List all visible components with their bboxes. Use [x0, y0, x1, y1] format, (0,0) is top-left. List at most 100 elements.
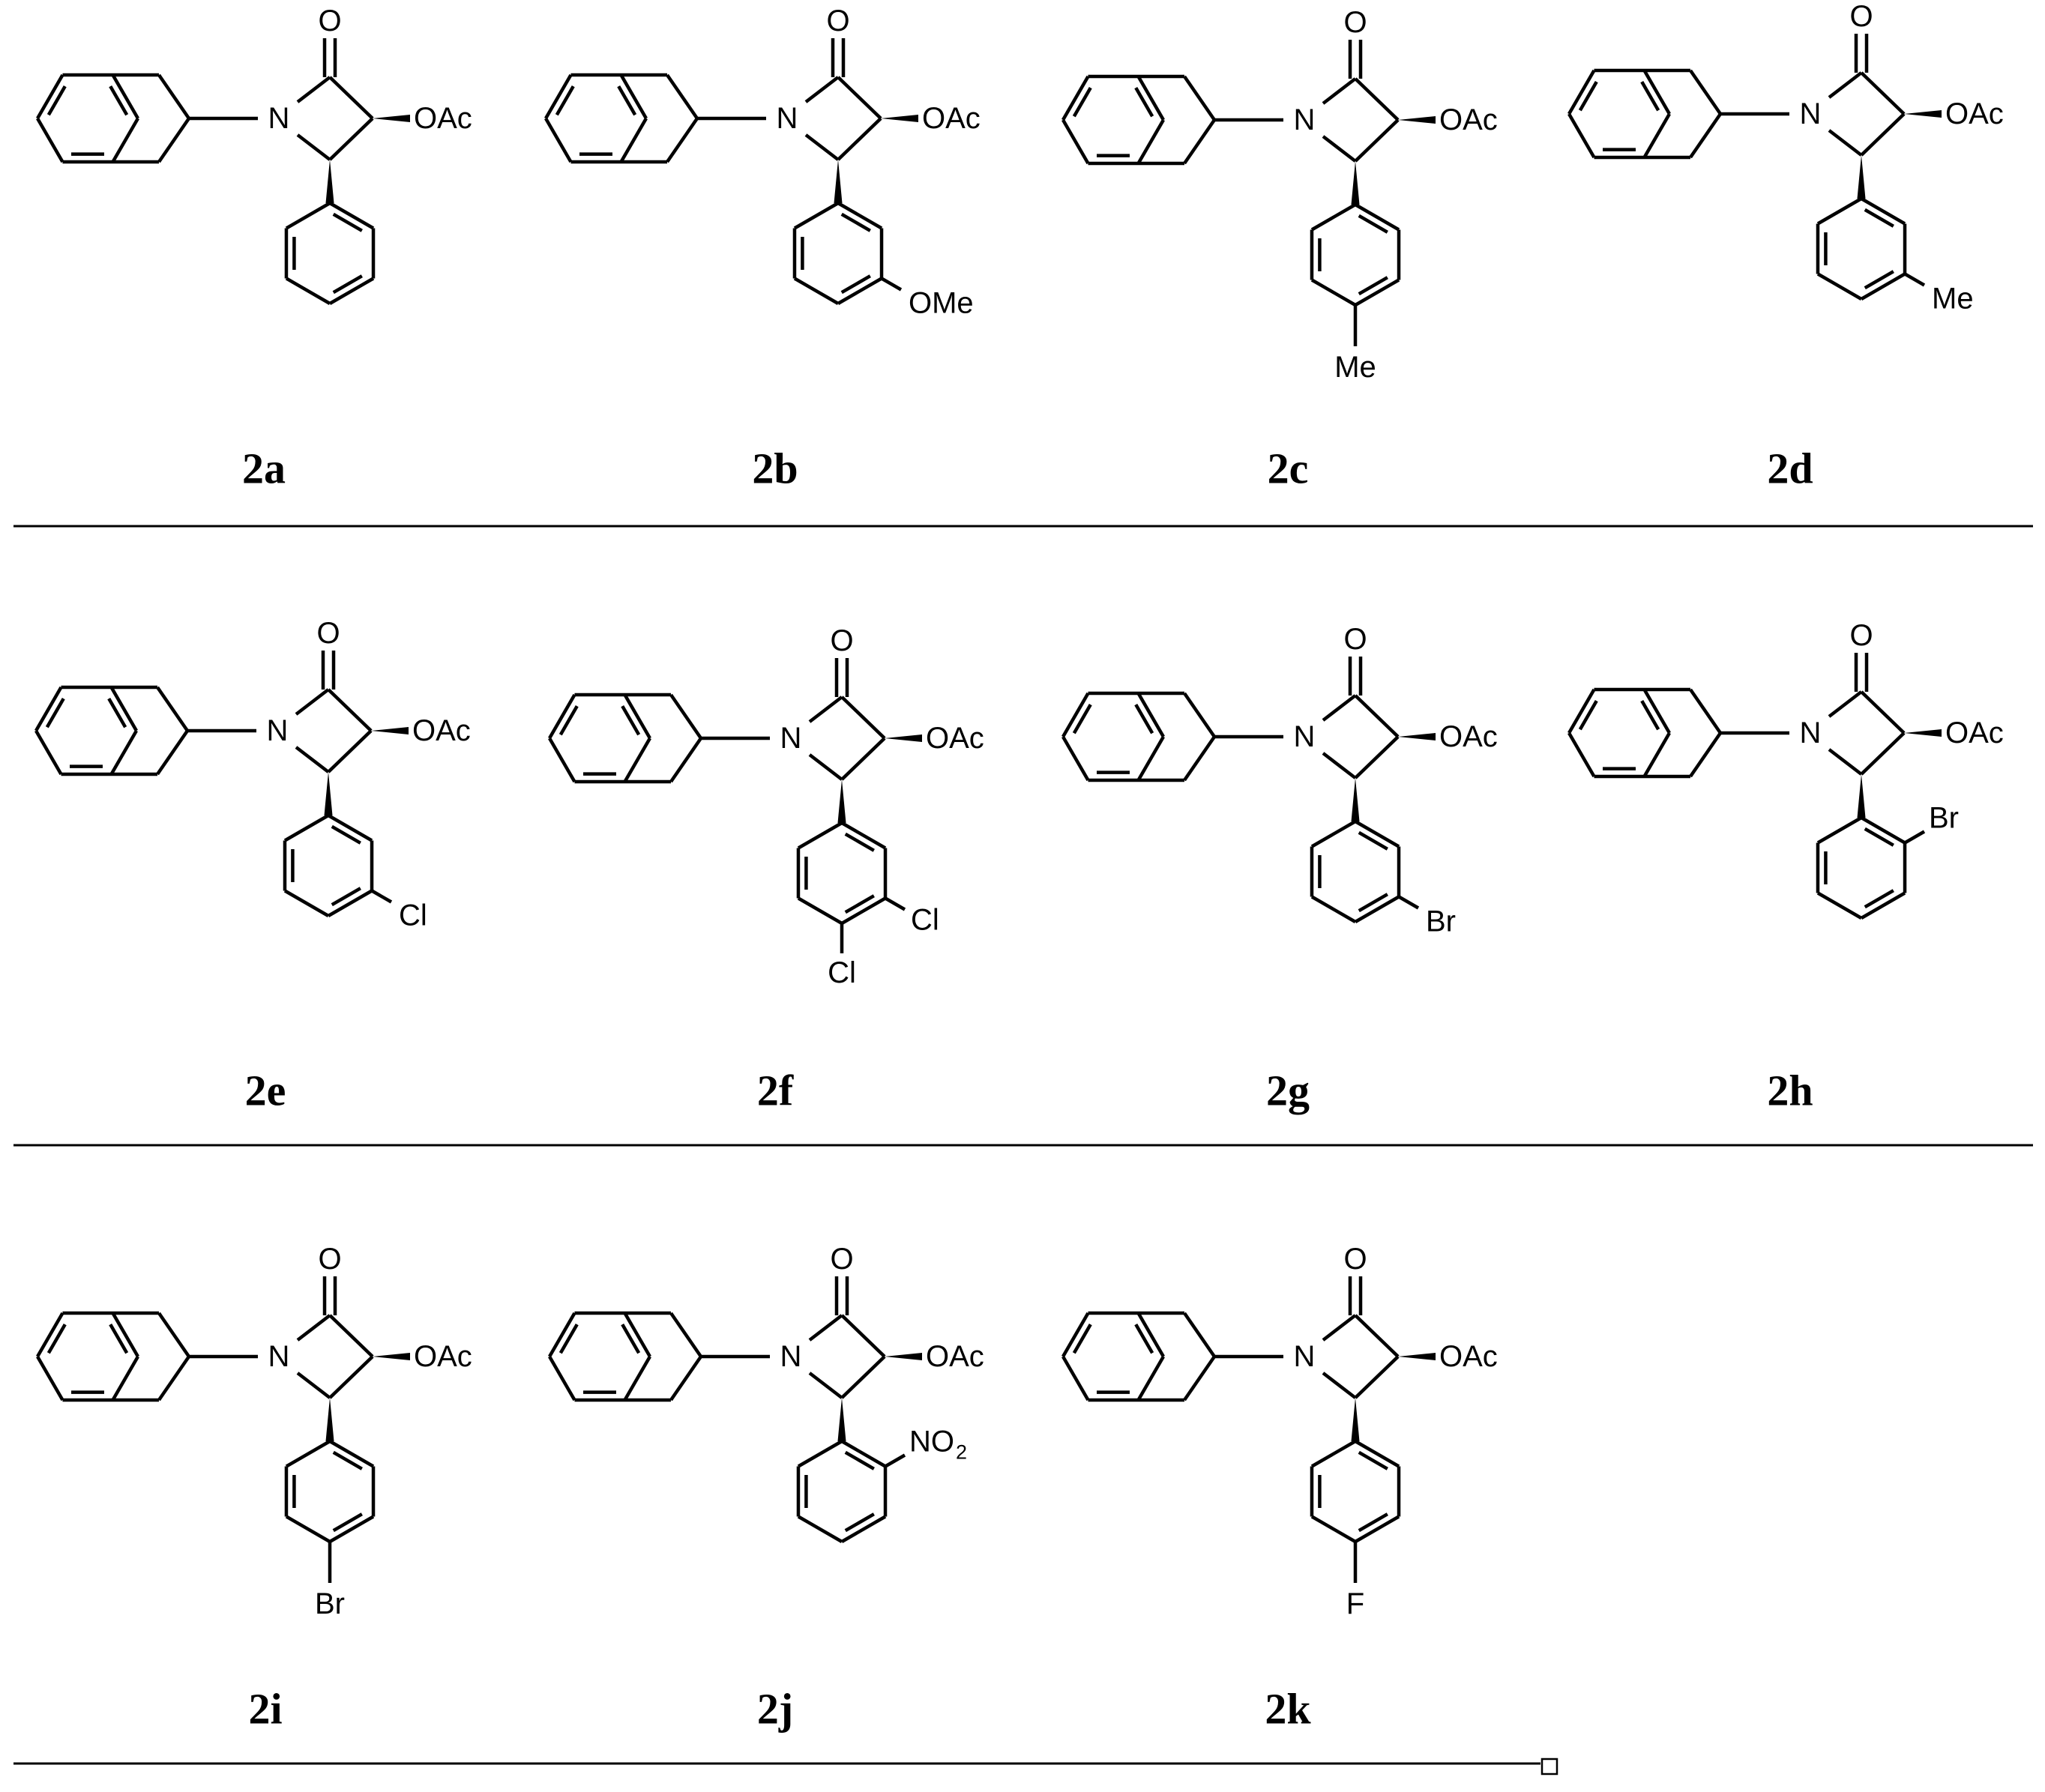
aryl-ring-bond [1310, 820, 1357, 848]
substituent-label: OMe [909, 287, 974, 320]
aromatic-inner-bond [331, 824, 361, 845]
oxygen-label: O [316, 617, 340, 650]
oxygen-label: O [1343, 623, 1367, 656]
oxygen-label: O [318, 4, 341, 37]
lactam-bond [808, 1314, 843, 1342]
cyclopentane-bond [157, 73, 190, 120]
indane-benzene-bond [619, 117, 648, 163]
aromatic-inner-bond [1134, 1324, 1154, 1354]
cyclopentane-bond [157, 1355, 190, 1402]
nitrogen-label: N [1294, 103, 1316, 136]
aryl-ring-bond [1816, 891, 1863, 920]
aryl-ring-bond [837, 202, 883, 230]
oac-bold-bond [885, 734, 922, 742]
aryl-ring-bond [797, 1515, 843, 1543]
aryl-ring-bond [283, 814, 330, 842]
compound-label: 2j [757, 1685, 793, 1734]
lactam-bond [1860, 690, 1906, 734]
aromatic-inner-bond [107, 698, 127, 728]
lactam-bond [1860, 731, 1906, 776]
lactam-bond [1860, 71, 1906, 115]
substituent-label: Br [1426, 905, 1456, 938]
lactam-bond [295, 688, 330, 716]
oxygen-label: O [830, 624, 853, 657]
oac-label: OAc [922, 102, 981, 135]
lactam-bond [1322, 77, 1357, 105]
compound-label: 2g [1266, 1067, 1310, 1115]
aromatic-inner-bond [1134, 87, 1154, 118]
aromatic-inner-bond [1864, 827, 1894, 847]
lactam-bond [837, 117, 882, 161]
indane-benzene-bond [1567, 688, 1596, 734]
compound-label: 2b [752, 444, 798, 493]
lactam-bond [296, 1372, 331, 1399]
lactam-bond [1354, 118, 1400, 163]
cyclopentane-bond [1183, 1355, 1216, 1402]
indane-benzene-bond [1642, 112, 1671, 159]
lactam-bond [808, 696, 843, 723]
aromatic-inner-bond [1358, 214, 1388, 234]
indane-benzene-bond [34, 686, 63, 732]
indane-benzene-bond [1136, 118, 1165, 165]
aromatic-inner-bond [1864, 208, 1894, 228]
lactam-bond [328, 117, 374, 161]
aryl-bold-bond [1351, 161, 1360, 205]
oxygen-label: O [1849, 0, 1873, 33]
aryl-ring-bond [793, 277, 840, 305]
indane-benzene-bond [1136, 692, 1165, 738]
lactam-bond [1354, 735, 1400, 779]
lactam-bond [327, 688, 373, 732]
aromatic-inner-bond [844, 1450, 875, 1470]
aromatic-inner-bond [1358, 1450, 1388, 1470]
aromatic-inner-bond [840, 274, 871, 295]
cyclopentane-bond [1183, 1312, 1216, 1358]
compound-label: 2f [757, 1067, 794, 1115]
indane-benzene-bond [1567, 731, 1596, 778]
aryl-ring-bond [1354, 278, 1400, 307]
oac-bold-bond [373, 1353, 410, 1360]
indane-benzene-bond [544, 73, 573, 120]
aryl-ring-bond [328, 1440, 375, 1468]
aryl-ring-bond [285, 1515, 331, 1543]
oac-bold-bond [1398, 116, 1436, 124]
substituent-label: NO [909, 1426, 954, 1458]
lactam-bond [328, 76, 374, 120]
substituent-bond [1903, 830, 1926, 845]
lactam-bond [808, 1372, 843, 1399]
oxygen-label: O [1343, 1243, 1367, 1276]
substituent-bond [1397, 895, 1420, 910]
lactam-bond [804, 76, 840, 103]
lactam-bond [837, 76, 882, 120]
aromatic-inner-bond [1072, 1324, 1092, 1354]
aryl-bold-bond [324, 772, 333, 815]
cyclopentane-bond [1689, 731, 1722, 778]
indane-benzene-bond [1061, 75, 1090, 121]
nitrogen-label: N [1294, 720, 1316, 753]
indane-benzene-bond [548, 693, 576, 740]
aromatic-inner-bond [1358, 1512, 1388, 1533]
aromatic-inner-bond [555, 85, 575, 116]
oxygen-label: O [318, 1243, 341, 1276]
cyclopentane-bond [1183, 692, 1216, 738]
cyclopentane-bond [1183, 735, 1216, 782]
aryl-ring-bond [1354, 1515, 1400, 1543]
lactam-bond [1322, 135, 1357, 163]
indane-benzene-bond [623, 1355, 651, 1402]
lactam-bond [1354, 1355, 1400, 1399]
cyclopentane-bond [669, 693, 702, 740]
oac-label: OAc [1945, 97, 2004, 130]
compound-label: 2d [1767, 444, 1813, 493]
cyclopentane-bond [666, 73, 699, 120]
substituent-label: Br [315, 1587, 345, 1620]
lactam-bond [328, 1314, 374, 1358]
aromatic-inner-bond [840, 212, 871, 232]
nitrogen-label: N [267, 714, 289, 747]
aryl-ring-bond [797, 821, 843, 850]
lactam-bond [1322, 752, 1357, 779]
cyclopentane-bond [157, 117, 190, 163]
oac-bold-bond [373, 115, 410, 122]
cyclopentane-bond [156, 729, 189, 776]
oac-bold-bond [1398, 1353, 1436, 1360]
